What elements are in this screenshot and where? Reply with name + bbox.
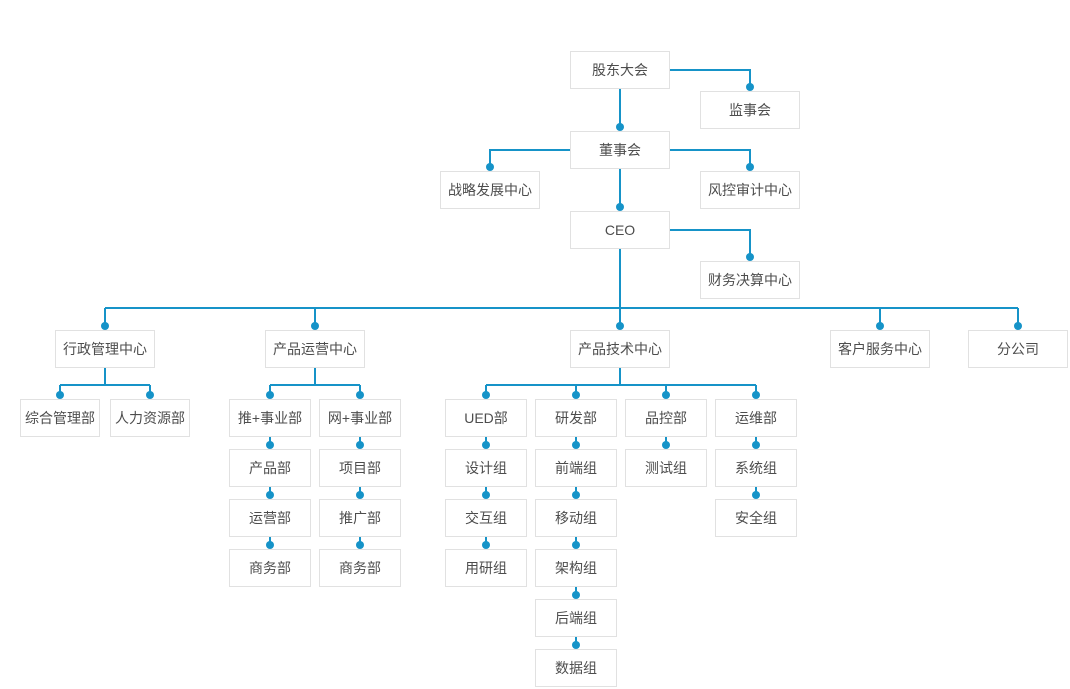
node-frontend-group: 前端组 bbox=[535, 449, 617, 487]
node-mobile-group: 移动组 bbox=[535, 499, 617, 537]
node-user-research-group: 用研组 bbox=[445, 549, 527, 587]
node-tui-division: 推+事业部 bbox=[229, 399, 311, 437]
node-promotion-dept: 推广部 bbox=[319, 499, 401, 537]
node-operation-dept: 运营部 bbox=[229, 499, 311, 537]
node-hr-dept: 人力资源部 bbox=[110, 399, 190, 437]
node-security-group: 安全组 bbox=[715, 499, 797, 537]
node-ceo: CEO bbox=[570, 211, 670, 249]
node-strategy-center: 战略发展中心 bbox=[440, 171, 540, 209]
connector-endpoint-dots bbox=[56, 83, 1022, 649]
node-backend-group: 后端组 bbox=[535, 599, 617, 637]
node-shareholders-meeting: 股东大会 bbox=[570, 51, 670, 89]
node-risk-audit-center: 风控审计中心 bbox=[700, 171, 800, 209]
node-interaction-group: 交互组 bbox=[445, 499, 527, 537]
node-om-dept: 运维部 bbox=[715, 399, 797, 437]
node-product-dept: 产品部 bbox=[229, 449, 311, 487]
node-qc-dept: 品控部 bbox=[625, 399, 707, 437]
node-wang-division: 网+事业部 bbox=[319, 399, 401, 437]
node-branch-company: 分公司 bbox=[968, 330, 1068, 368]
node-board-of-directors: 董事会 bbox=[570, 131, 670, 169]
node-wang-business-dept: 商务部 bbox=[319, 549, 401, 587]
node-rd-dept: 研发部 bbox=[535, 399, 617, 437]
node-general-mgmt-dept: 综合管理部 bbox=[20, 399, 100, 437]
node-system-group: 系统组 bbox=[715, 449, 797, 487]
node-architecture-group: 架构组 bbox=[535, 549, 617, 587]
node-admin-center: 行政管理中心 bbox=[55, 330, 155, 368]
node-service-center: 客户服务中心 bbox=[830, 330, 930, 368]
node-project-dept: 项目部 bbox=[319, 449, 401, 487]
node-ued-dept: UED部 bbox=[445, 399, 527, 437]
node-finance-center: 财务决算中心 bbox=[700, 261, 800, 299]
node-tui-business-dept: 商务部 bbox=[229, 549, 311, 587]
node-design-group: 设计组 bbox=[445, 449, 527, 487]
node-tech-center: 产品技术中心 bbox=[570, 330, 670, 368]
node-data-group: 数据组 bbox=[535, 649, 617, 687]
node-supervisory-board: 监事会 bbox=[700, 91, 800, 129]
node-testing-group: 测试组 bbox=[625, 449, 707, 487]
node-ops-center: 产品运营中心 bbox=[265, 330, 365, 368]
